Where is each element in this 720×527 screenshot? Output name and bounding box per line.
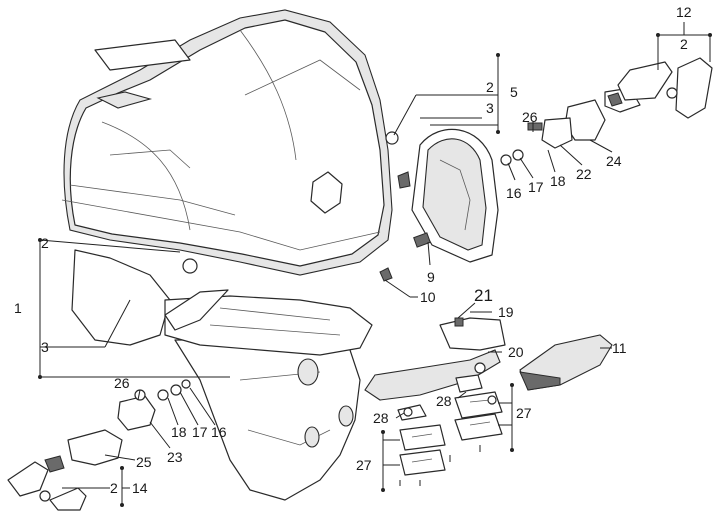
callout-17-upper: 17 [528, 179, 544, 195]
callout-17-lower: 17 [192, 424, 208, 440]
right-indicator-assembly [500, 57, 713, 166]
callout-2-top: 2 [486, 79, 494, 95]
callout-12: 12 [676, 4, 692, 20]
callout-28-right: 28 [436, 393, 452, 409]
headlight-assembly [379, 128, 499, 282]
callout-26-lower: 26 [114, 375, 130, 391]
callout-3-top: 3 [486, 100, 494, 116]
callout-11: 11 [612, 340, 627, 356]
callout-9: 9 [427, 269, 435, 285]
callout-22: 22 [576, 166, 592, 182]
front-fairing [61, 9, 399, 276]
front-mudguard [71, 249, 361, 501]
callout-21: 21 [474, 286, 493, 305]
callout-2-right: 2 [680, 36, 688, 52]
callout-labels: 1 2 3 2 3 5 9 10 11 12 2 14 2 16 17 18 1… [14, 4, 692, 496]
callout-27-right: 27 [516, 405, 532, 421]
lower-trim-panel [164, 258, 373, 356]
callout-1: 1 [14, 300, 22, 316]
callout-23: 23 [167, 449, 183, 465]
callout-19: 19 [498, 304, 514, 320]
callout-16-upper: 16 [506, 185, 522, 201]
callout-18-lower: 18 [171, 424, 187, 440]
callout-24: 24 [606, 153, 622, 169]
callout-3-left: 3 [41, 339, 49, 355]
callout-2-left: 2 [41, 235, 49, 251]
callout-2-bottom: 2 [110, 480, 118, 496]
callout-25: 25 [136, 454, 152, 470]
side-trim-parts [364, 317, 613, 486]
callout-10: 10 [420, 289, 436, 305]
hex-badge [310, 171, 343, 214]
leader-lines [38, 22, 712, 507]
callout-27-left: 27 [356, 457, 372, 473]
callout-20: 20 [508, 344, 524, 360]
callout-28-left: 28 [373, 410, 389, 426]
callout-16-lower: 16 [211, 424, 227, 440]
callout-18-upper: 18 [550, 173, 566, 189]
callout-5: 5 [510, 84, 518, 100]
callout-14: 14 [132, 480, 148, 496]
left-indicator-assembly [7, 379, 191, 511]
callout-26-upper: 26 [522, 109, 538, 125]
